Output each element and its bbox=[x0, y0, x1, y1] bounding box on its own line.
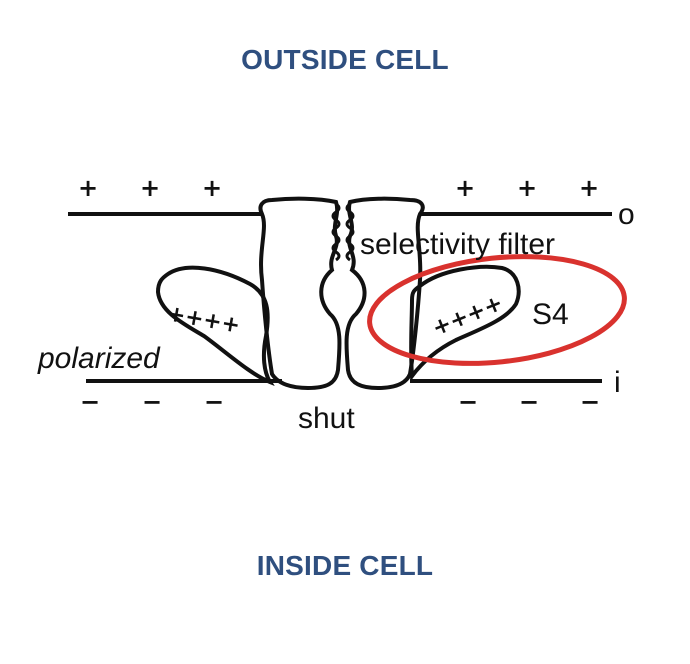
selectivity-filter-pore bbox=[331, 202, 355, 262]
inner-negative-charges: − − − − − − bbox=[80, 388, 600, 416]
shut-label: shut bbox=[298, 402, 355, 435]
outer-charge: + bbox=[579, 174, 599, 202]
outer-charge: + bbox=[517, 174, 537, 202]
inside-cell-heading: INSIDE CELL bbox=[256, 550, 434, 581]
left-sensor-charges: ++++ bbox=[165, 301, 242, 338]
outside-cell-heading: OUTSIDE CELL bbox=[241, 44, 449, 75]
selectivity-filter-label: selectivity filter bbox=[360, 228, 555, 261]
outer-charge: + bbox=[78, 174, 98, 202]
outer-charge: + bbox=[140, 174, 160, 202]
outer-charge: + bbox=[202, 174, 222, 202]
inner-side-label: i bbox=[614, 366, 621, 399]
polarized-label: polarized bbox=[37, 342, 161, 375]
outer-side-label: o bbox=[618, 198, 635, 231]
channel-right-subunit bbox=[344, 196, 425, 391]
s4-highlight-ellipse bbox=[367, 254, 627, 366]
outer-charge: + bbox=[455, 174, 475, 202]
outer-positive-charges: + + + + + + bbox=[78, 174, 599, 202]
inner-charge: − bbox=[204, 388, 224, 416]
inner-charge: − bbox=[80, 388, 100, 416]
inner-charge: − bbox=[519, 388, 539, 416]
channel-left-subunit bbox=[258, 196, 342, 391]
right-s4-sensor bbox=[409, 264, 521, 382]
s4-label: S4 bbox=[532, 298, 569, 331]
inner-charge: − bbox=[142, 388, 162, 416]
left-s4-sensor bbox=[155, 265, 275, 387]
inner-charge: − bbox=[458, 388, 478, 416]
inner-charge: − bbox=[580, 388, 600, 416]
